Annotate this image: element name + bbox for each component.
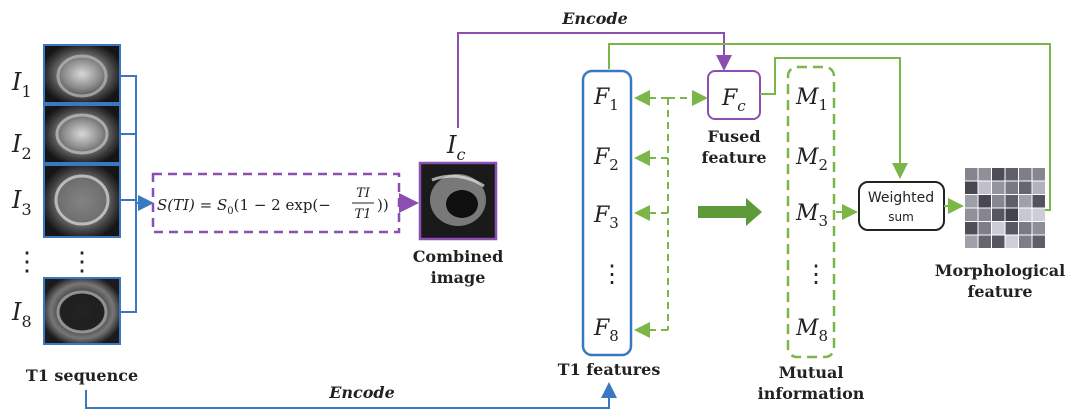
morph-tile xyxy=(978,195,991,208)
morph-tile xyxy=(978,208,991,221)
mutual-caption-line2: information xyxy=(758,384,865,403)
weighted-sum-line2: sum xyxy=(888,210,914,224)
morph-tile xyxy=(1005,208,1018,221)
formula-frac-num: TI xyxy=(356,186,371,201)
fused-caption-line2: feature xyxy=(701,148,766,167)
weighting-connector xyxy=(608,43,1051,211)
morph-tile xyxy=(978,235,991,248)
formula-close: )) xyxy=(377,196,389,214)
encode-bottom-label: Encode xyxy=(328,383,395,402)
morph-tile xyxy=(1032,168,1045,181)
input-labels: I1 I2 I3 ⋮ I8 xyxy=(11,68,40,331)
morph-tile xyxy=(1005,195,1018,208)
combined-caption-line1: Combined xyxy=(413,247,504,266)
morph-tile xyxy=(1005,168,1018,181)
formula-text: S(TI) = S0(1 − 2 exp(− xyxy=(157,196,331,217)
input-image-column: ⋮ xyxy=(43,44,121,345)
fused-caption-line1: Fused xyxy=(707,127,760,146)
morph-tile xyxy=(992,181,1005,194)
morph-tile xyxy=(978,222,991,235)
mutual-info-2: M2 xyxy=(795,145,828,174)
input-label-1: I1 xyxy=(11,68,32,101)
input-label-dots: ⋮ xyxy=(14,247,40,277)
weighted-sum-box: Weighted sum xyxy=(858,181,945,231)
morph-tile xyxy=(965,222,978,235)
morph-tile xyxy=(965,208,978,221)
formula-box: S(TI) = S0(1 − 2 exp(− TI T1 )) xyxy=(151,172,401,234)
input-caption: T1 sequence xyxy=(26,366,138,385)
morph-tile xyxy=(1032,222,1045,235)
morph-tile xyxy=(1019,195,1032,208)
input-thumb-1 xyxy=(43,44,121,104)
fused-feature-symbol: Fc xyxy=(721,86,746,115)
morph-tile xyxy=(1032,195,1045,208)
morph-tile xyxy=(1019,235,1032,248)
input-label-3: I3 xyxy=(11,186,32,219)
morph-tile xyxy=(978,168,991,181)
fused-feature-box: Fc xyxy=(707,70,761,120)
combined-image xyxy=(418,161,498,241)
morph-tile xyxy=(992,168,1005,181)
combined-symbol: Ic xyxy=(446,131,465,164)
morph-tile xyxy=(965,235,978,248)
morph-tile xyxy=(1019,168,1032,181)
morph-tile xyxy=(965,195,978,208)
morph-tile xyxy=(978,181,991,194)
morph-tile xyxy=(965,181,978,194)
t1-features-box: F1 F2 F3 ⋮ F8 xyxy=(581,69,633,357)
input-thumb-8 xyxy=(43,277,121,345)
t1-features-caption: T1 features xyxy=(558,360,661,379)
morph-tile xyxy=(965,168,978,181)
formula-frac-den: T1 xyxy=(355,207,372,222)
feature-fusion-connector xyxy=(634,90,708,338)
t1-feature-8: F8 xyxy=(593,316,619,345)
morph-tile xyxy=(1032,235,1045,248)
morph-tile xyxy=(1005,222,1018,235)
morph-tile xyxy=(992,222,1005,235)
encode-bottom-connector xyxy=(85,382,617,409)
input-thumb-3 xyxy=(43,164,121,238)
morph-tile xyxy=(1019,222,1032,235)
morph-tile xyxy=(1032,208,1045,221)
morph-tile xyxy=(1019,181,1032,194)
weighted-sum-line1: Weighted xyxy=(868,190,934,206)
morph-tile xyxy=(1005,181,1018,194)
input-label-2: I2 xyxy=(11,130,32,163)
mutual-info-1: M1 xyxy=(795,85,828,114)
morph-tile xyxy=(1019,208,1032,221)
t1-feature-2: F2 xyxy=(593,145,619,174)
morph-tile xyxy=(992,208,1005,221)
morph-caption-line1: Morphological xyxy=(935,261,1066,280)
t1-feature-3: F3 xyxy=(593,203,619,232)
encode-top-connector xyxy=(457,32,732,128)
combined-caption-line2: image xyxy=(431,268,486,287)
big-green-arrow xyxy=(698,198,762,226)
input-label-8: I8 xyxy=(11,298,32,331)
morphological-feature-grid xyxy=(965,168,1045,248)
morph-caption-line2: feature xyxy=(967,282,1032,301)
input-thumb-2 xyxy=(43,104,121,164)
morph-tile xyxy=(992,235,1005,248)
t1-feature-dots: ⋮ xyxy=(600,260,624,288)
mutual-info-8: M8 xyxy=(795,316,828,345)
input-bracket xyxy=(120,75,154,313)
mutual-info-3: M3 xyxy=(795,201,828,230)
morph-tile xyxy=(1032,181,1045,194)
t1-feature-1: F1 xyxy=(593,85,619,114)
morph-tile xyxy=(1005,235,1018,248)
mutual-info-dots: ⋮ xyxy=(804,260,828,288)
mutual-caption-line1: Mutual xyxy=(779,363,844,382)
input-column-dots: ⋮ xyxy=(69,247,95,277)
mutual-information-box: M1 M2 M3 ⋮ M8 xyxy=(786,65,836,359)
morph-tile xyxy=(992,195,1005,208)
encode-top-label: Encode xyxy=(561,9,628,28)
